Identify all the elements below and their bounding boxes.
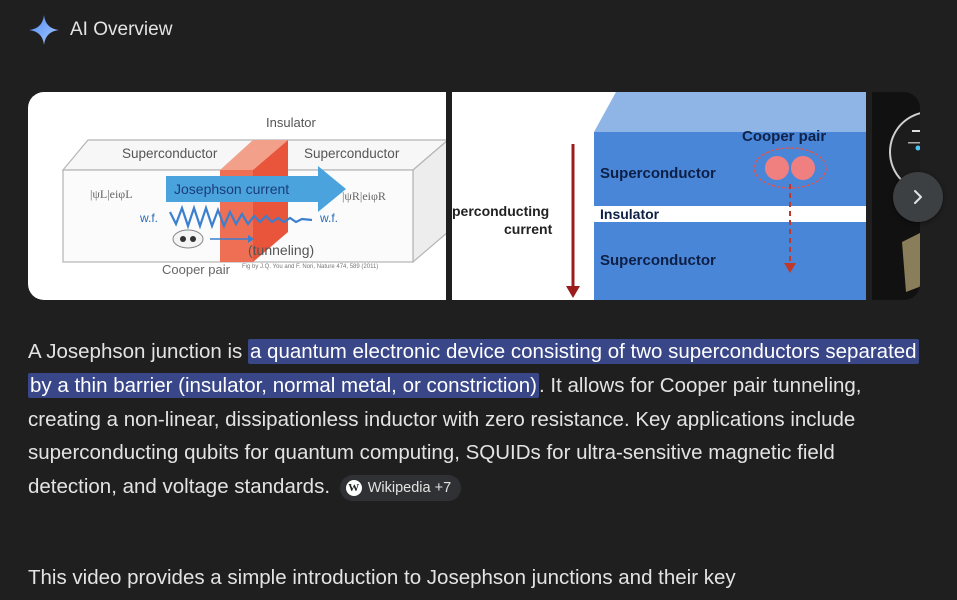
cooper-pair-label: Cooper pair [162, 262, 231, 277]
carousel-next-button[interactable] [893, 172, 943, 222]
josephson-current-label: Josephson current [174, 181, 289, 197]
cooper-pair-title: Cooper pair [742, 128, 826, 145]
insulator-label-2: Insulator [600, 206, 660, 222]
overview-text-after: . It allows for Cooper pair tunneling, c… [28, 373, 862, 499]
ai-overview-header: AI Overview [28, 12, 172, 48]
wikipedia-icon: W [345, 480, 362, 497]
cooper-pair-icon [172, 229, 204, 249]
supercurrent-label-line1: perconducting [452, 203, 549, 219]
overview-text-before: A Josephson junction is [28, 340, 248, 363]
source-chip-label: Wikipedia +7 [367, 480, 452, 497]
cooper-pair-electron-icon [765, 156, 789, 180]
josephson-diagram-image-1[interactable]: Insulator Superconductor Superconductor … [28, 92, 446, 300]
overview-paragraph: A Josephson junction is a quantum electr… [28, 335, 928, 504]
image-credit: Fig by J.Q. You and F. Nori, Nature 474,… [242, 264, 378, 270]
wf-left-label: w.f. [139, 211, 158, 225]
superconductor-left-label: Superconductor [122, 146, 218, 161]
cooper-pair-electron-icon [791, 156, 815, 180]
insulator-label: Insulator [266, 115, 317, 130]
image-carousel: Insulator Superconductor Superconductor … [28, 92, 920, 300]
source-chip-wikipedia[interactable]: W Wikipedia +7 [339, 475, 462, 502]
tunneling-label: (tunneling) [248, 242, 314, 258]
psi-right-label: |ψR|eiφR [342, 189, 386, 203]
gemini-spark-icon [29, 15, 59, 45]
superconductor-bottom-label: Superconductor [600, 252, 716, 269]
video-intro-paragraph: This video provides a simple introductio… [28, 566, 736, 589]
chevron-right-icon [914, 190, 922, 204]
superconductor-top-label: Superconductor [600, 165, 716, 182]
supercurrent-label-line2: current [504, 221, 553, 237]
psi-left-label: |ψL|eiφL [90, 187, 133, 201]
ai-overview-title: AI Overview [70, 19, 173, 40]
superconductor-right-label: Superconductor [304, 146, 400, 161]
wf-right-label: w.f. [319, 211, 338, 225]
josephson-diagram-image-2[interactable]: perconducting current Cooper pair Superc… [452, 92, 866, 300]
